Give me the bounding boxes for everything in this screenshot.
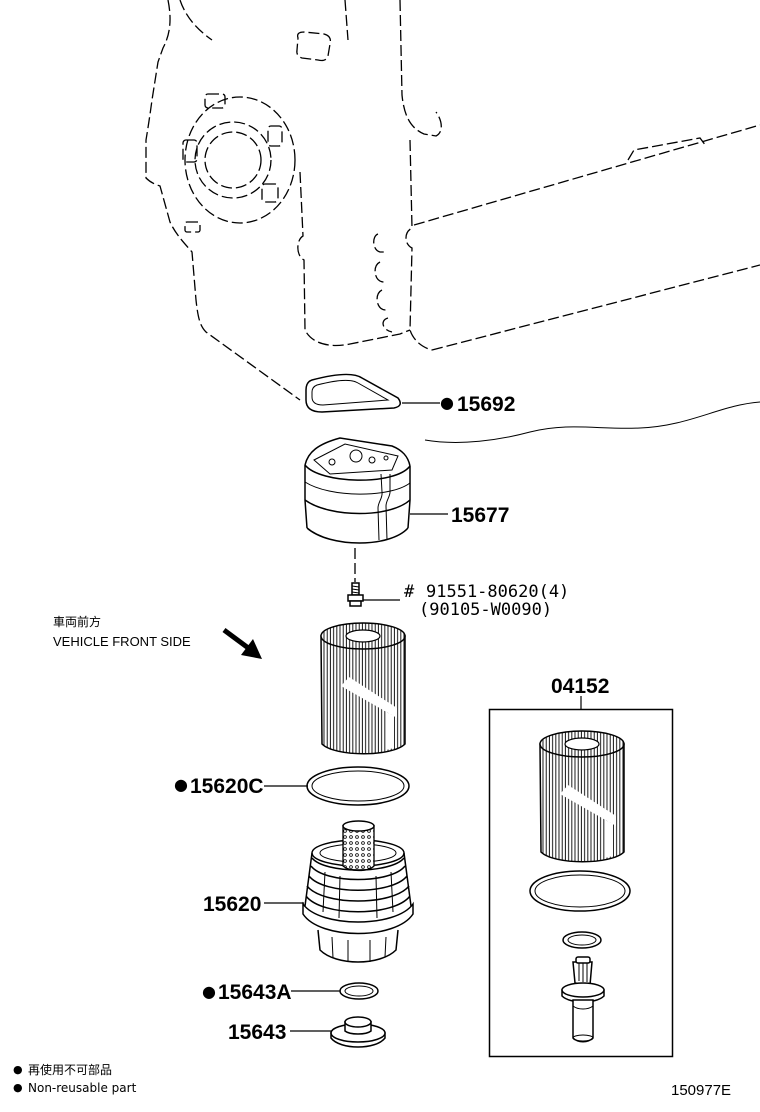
small-oring-outer [339,982,379,1000]
engine-lobes [373,233,393,333]
engine-left-edge [145,0,301,401]
part-label-15643[interactable]: 15643 [228,1021,286,1044]
engine-boss-inner [204,131,262,189]
gasket-inner [311,379,390,406]
engine-boss-lobe-top [204,93,226,109]
non-reusable-marker-15643A: ● [202,982,216,1001]
cap-threads [305,857,411,913]
adapter-step [304,499,411,515]
engine-top-curve [179,0,213,41]
engine-boss-lobe-left [182,139,198,163]
adapter-flange-top [561,982,605,998]
engine-top-rib [344,0,349,41]
part-label-15643A[interactable]: 15643A [218,981,292,1004]
cap-mesh-top [342,820,375,832]
cap-hex-facets [331,936,387,962]
oil-pan-edge-upper [413,124,760,226]
engine-boss-outer [184,96,296,224]
drain-plug-15643[interactable] [330,1016,386,1048]
adapter-port-small [383,455,389,461]
cap-hex [317,929,399,963]
legend-marker-en: ● [13,1081,23,1094]
oring-outer [306,766,410,806]
engine-right-wall-lower [405,139,433,351]
kit-box[interactable] [488,708,674,1058]
part-label-15677[interactable]: 15677 [451,504,509,527]
adapter-tube-end [572,1034,594,1042]
part-label-15620C[interactable]: 15620C [190,775,264,798]
adapter-tip [575,956,591,964]
engine-boss-ring [194,121,272,199]
adapter-15677[interactable] [304,437,411,544]
adapter-side-left [304,465,308,529]
non-reusable-marker-15620C: ● [174,775,188,794]
legend-label-en: Non-reusable part [28,1081,137,1095]
kit-drain-adapter [561,956,605,1043]
adapter-port-main [349,449,363,463]
filter-element[interactable] [320,622,406,755]
engine-boss-tab [184,221,201,233]
cap-15620[interactable] [302,820,414,963]
part-label-bolt[interactable]: 91551-80620(4) [426,582,569,602]
part-label-15620[interactable]: 15620 [203,893,261,916]
oring-inner [311,770,405,802]
adapter-band [304,481,411,495]
adapter-port-left [328,458,336,466]
part-label-04152[interactable]: 04152 [551,675,609,698]
kit-small-oring-outer [562,931,602,949]
cap-mesh [342,825,375,872]
legend-marker-ja: ● [13,1063,23,1076]
cap-grooves [322,871,394,919]
bolt-thread [351,585,360,594]
direction-label-en: VEHICLE FRONT SIDE [53,634,191,649]
kit-oring-outer [529,870,631,912]
kit-small-oring [562,931,602,949]
arrow-shaft [222,627,253,653]
adapter-top-silhouette [304,437,411,467]
break-line [424,401,760,443]
adapter-bottom [306,527,409,544]
part-label-15692[interactable]: 15692 [457,393,515,416]
adapter-side-right [407,466,411,529]
legend-label-ja: 再使用不可部品 [28,1062,112,1077]
gasket-outer [305,373,401,413]
adapter-tube-ring [572,1005,594,1010]
gasket-15692[interactable] [305,373,401,413]
bolt-head [347,594,364,602]
kit-small-oring-inner [567,934,597,946]
engine-boss-lobe-bottom [261,183,279,203]
plug-head-top [344,1016,372,1028]
part-label-bolt-alt[interactable]: (90105-W0090) [419,600,552,620]
vehicle-front-arrow-icon [222,627,262,659]
bolt-91551-80620[interactable] [347,582,364,607]
arrow-head [241,639,262,659]
engine-boss-lobe-right [267,125,283,147]
kit-oring-inner [534,874,626,908]
oring-15620C[interactable] [306,766,410,806]
bolt-flange [349,600,362,607]
oil-pan-detail [627,137,707,161]
adapter-finger-gaps [578,963,588,982]
drain-gasket-15643A[interactable] [339,982,379,1000]
illustration-id: 150977E [671,1082,731,1099]
bolt-prefix: # [404,582,415,602]
cap-flange [302,901,414,935]
adapter-top-front [304,464,411,481]
oil-pan-edge-lower [431,264,760,351]
adapter-port-right [368,456,376,464]
direction-label-ja: 車両前方 [53,614,101,629]
engine-right-wall-upper [399,0,442,137]
engine-block-outline [145,0,760,443]
small-oring-inner [344,985,374,997]
kit-oring [529,870,631,912]
cap-sides [304,852,412,907]
adapter-slot [377,473,391,541]
non-reusable-marker-15692: ● [440,393,454,412]
adapter-mount-plate [313,443,399,475]
engine-top-boss [296,31,332,62]
kit-filter-element [539,730,625,863]
engine-bracket [297,171,411,347]
